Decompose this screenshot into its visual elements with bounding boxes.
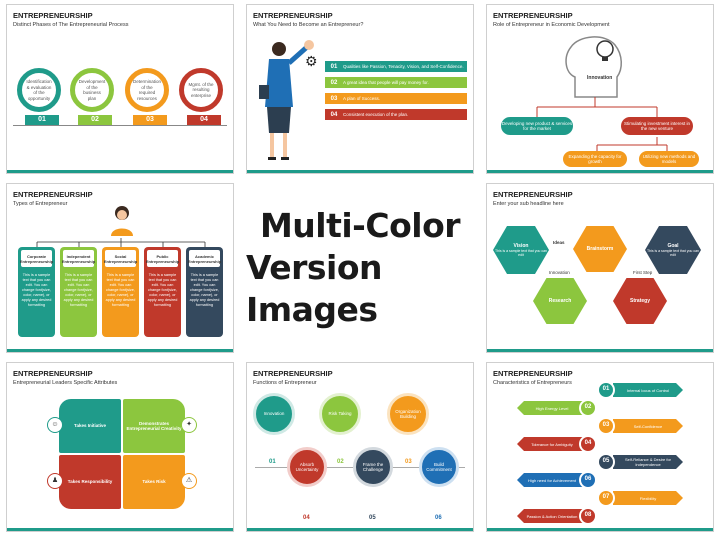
characteristic-number: 03 [597,417,615,435]
attribute-tile: Takes Risk [123,455,185,509]
person-icon [111,206,133,236]
role-pill: Developing new product & services for th… [501,117,573,135]
slide-subtitle: Distinct Phases of The Entrepreneurial P… [13,22,129,28]
slide-title: ENTREPRENEURSHIP [493,369,573,378]
phase-circle: Determination of the required resources [125,68,169,112]
slide-title: ENTREPRENEURSHIP [493,11,573,20]
innovation-label: Innovation [587,75,613,81]
slide-title: ENTREPRENEURSHIP [253,369,333,378]
slide-subtitle: Characteristics of Entrepreneurs [493,380,572,386]
innovation-label: Innovation [549,270,570,275]
title-line-2: Version Images [246,248,383,329]
phase-circle: Development of the business plan [70,68,114,112]
slide-subtitle: Entrepreneurial Leaders Specific Attribu… [13,380,118,386]
phase-circle: Identification & evaluation of the oppor… [17,68,61,112]
phase-number: 04 [187,115,221,125]
function-number: 04 [303,515,310,521]
characteristic-ribbon: Tolerance for Ambiguity [517,437,587,451]
thumbnail-hexagons[interactable]: ENTREPRENEURSHIP Enter your sub headline… [486,183,714,353]
role-pill: Utilizing new methods and models [639,151,699,167]
slide-title: ENTREPRENEURSHIP [493,190,573,199]
characteristic-ribbon: High Energy Level [517,401,587,415]
title-line-1: Multi-Color [259,206,461,245]
slide-subtitle: What You Need to Become an Entrepreneur? [253,22,364,28]
slide-subtitle: Enter your sub headline here [493,201,564,207]
role-pill: Expanding the capacity for growth [563,151,627,167]
characteristic-number: 01 [597,381,615,399]
characteristic-ribbon: Passion & Action Orientation [517,509,587,523]
slide-subtitle: Functions of Entrepreneur [253,380,317,386]
first-step-label: First Step [633,270,653,275]
function-circle: Frame the Challenge [353,447,393,487]
phase-number: 02 [78,115,112,125]
hex-research: Research [533,278,587,324]
phase-circle: Mgmt. of the resulting enterprise [179,68,223,112]
characteristic-ribbon: High need for Achievement [517,473,587,487]
slide-title: ENTREPRENEURSHIP [13,190,93,199]
characteristic-number: 04 [579,435,597,453]
slide-title: ENTREPRENEURSHIP [253,11,333,20]
characteristic-number: 08 [579,507,597,525]
thumbnail-phases[interactable]: ENTREPRENEURSHIP Distinct Phases of The … [6,4,234,174]
handshake-icon: ☺ [47,417,63,433]
businesswoman-illustration [259,40,314,160]
function-circle: Innovation [253,393,295,435]
attribute-tile: Demonstrates Entrepreneurial Creativity [123,399,185,453]
characteristic-ribbon: Flexibility [613,491,683,505]
center-title: Multi-Color Version Images [246,183,474,353]
characteristic-ribbon: Self-Reliance & Desire for Independence [613,455,683,469]
attribute-tile: Takes Initiative [59,399,121,453]
phase-number: 03 [133,115,167,125]
lightbulb-gear-icon: ⚙ [305,53,318,69]
slide-title: ENTREPRENEURSHIP [13,369,93,378]
slide-title: ENTREPRENEURSHIP [13,11,93,20]
hex-brainstorm: Brainstorm [573,226,627,272]
function-number: 06 [435,515,442,521]
ideas-label: Ideas [553,240,565,245]
function-circle: Risk Taking [319,393,361,435]
characteristic-number: 07 [597,489,615,507]
function-circle: Organization Building [387,393,429,435]
head-diagram [536,36,668,151]
phase-number: 01 [25,115,59,125]
characteristic-number: 05 [597,453,615,471]
function-number: 02 [337,459,344,465]
role-pill: Stimulating investment interest in the n… [621,117,693,135]
function-number: 05 [369,515,376,521]
thumbnail-characteristics[interactable]: ENTREPRENEURSHIP Characteristics of Entr… [486,362,714,532]
hex-strategy: Strategy [613,278,667,324]
characteristic-ribbon: Self-Confidence [613,419,683,433]
thumbnail-become-entrepreneur[interactable]: ENTREPRENEURSHIP What You Need to Become… [246,4,474,174]
thumbnail-leader-attributes[interactable]: ENTREPRENEURSHIP Entrepreneurial Leaders… [6,362,234,532]
characteristic-ribbon: Internal locus of Control [613,383,683,397]
characteristic-number: 02 [579,399,597,417]
connector-lines [36,238,206,247]
risk-icon: ⚠ [181,473,197,489]
slide-subtitle: Role of Entrepreneur in Economic Develop… [493,22,610,28]
function-number: 03 [405,459,412,465]
function-circle: Absorb Uncertainty [287,447,327,487]
bulb-icon: ✦ [181,417,197,433]
characteristic-number: 06 [579,471,597,489]
people-icon: ♟ [47,473,63,489]
slide-subtitle: Types of Entrepreneur [13,201,68,207]
thumbnail-types[interactable]: ENTREPRENEURSHIP Types of Entrepreneur C… [6,183,234,353]
thumbnail-economic-role[interactable]: ENTREPRENEURSHIP Role of Entrepreneur in… [486,4,714,174]
thumbnail-functions[interactable]: ENTREPRENEURSHIP Functions of Entreprene… [246,362,474,532]
timeline-line [13,125,227,126]
function-number: 01 [269,459,276,465]
function-circle: Build Commitment [419,447,459,487]
attribute-tile: Takes Responsibility [59,455,121,509]
